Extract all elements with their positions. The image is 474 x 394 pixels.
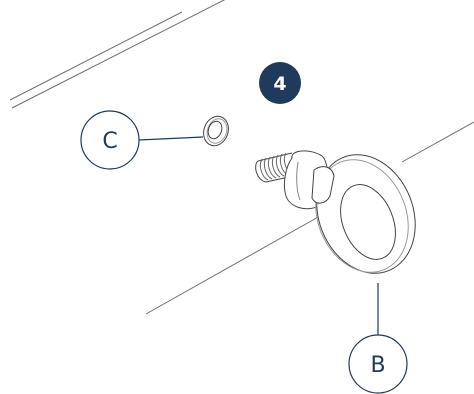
callout-c-leader: [138, 136, 204, 141]
callout-b-label: B: [370, 353, 385, 378]
step-badge: 4: [259, 62, 301, 104]
callout-b-circle: [348, 334, 408, 394]
eye-ring-outer: [316, 154, 416, 274]
panel-edge-upper-1: [9, 11, 183, 101]
callout-c-circle: [80, 110, 140, 170]
callout-c-label: C: [102, 129, 117, 154]
step-number: 4: [273, 73, 286, 95]
eye-bolt-part: [255, 150, 416, 274]
panel-edge-lower-left: [145, 215, 321, 315]
callout-c: C: [80, 110, 204, 170]
bolt-neck: [311, 166, 335, 204]
washer-part: [203, 115, 229, 147]
thread-lines: [259, 152, 293, 181]
panel-edge-upper-2: [11, 0, 226, 109]
panel-edge-lower-right: [401, 121, 474, 163]
bolt-collar-inner: [296, 161, 301, 201]
washer-hole: [207, 120, 223, 140]
eye-ring-edge: [315, 159, 409, 273]
step-badge-circle: [259, 62, 301, 104]
callout-b: B: [348, 283, 408, 394]
panel-edges: [9, 0, 474, 315]
eye-ring-hole: [340, 184, 396, 260]
washer-outer: [203, 115, 229, 147]
washer-rim: [206, 118, 228, 144]
